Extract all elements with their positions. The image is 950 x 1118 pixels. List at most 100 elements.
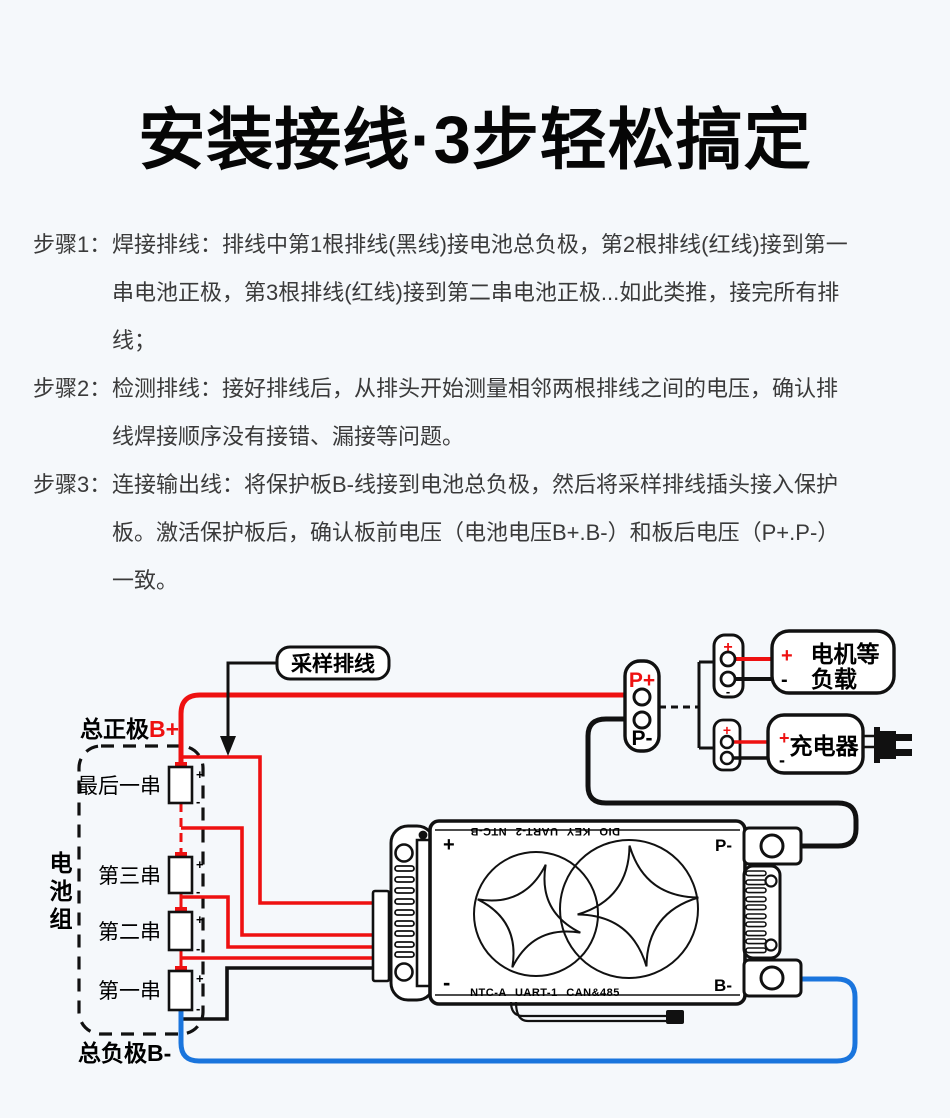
cell-3-label: 第三串 bbox=[98, 865, 161, 888]
brand-logo bbox=[473, 839, 699, 979]
cell-last-plus: + bbox=[196, 767, 204, 782]
logo-circle-right bbox=[559, 839, 699, 979]
cell-1-plus: + bbox=[196, 971, 204, 986]
negative-terminal-mark: B- bbox=[147, 1040, 171, 1066]
step-2: 步骤2： 检测排线：接好排线后，从排头开始测量相邻两根排线之间的电压，确认排 线… bbox=[33, 365, 925, 461]
ac-plug-icon bbox=[862, 727, 912, 763]
socket-screw-top bbox=[394, 843, 414, 863]
callout-arrow-line bbox=[226, 661, 279, 738]
step-1-label: 步骤1： bbox=[33, 232, 112, 257]
cell-3 bbox=[167, 855, 194, 895]
b-minus-wire bbox=[178, 976, 858, 1064]
heatsink-screw-top bbox=[764, 874, 778, 888]
sense-wire-black bbox=[182, 966, 373, 1021]
cell-1-minus: - bbox=[196, 1001, 200, 1016]
cell-2-plus: + bbox=[196, 912, 204, 927]
cell-3-plus: + bbox=[196, 857, 204, 872]
cell-1-label: 第一串 bbox=[98, 980, 161, 1003]
charger-label: 充电器 bbox=[790, 733, 860, 759]
ntc-pigtail bbox=[509, 1001, 684, 1024]
logo-star-left bbox=[477, 864, 581, 968]
p-minus-wire bbox=[585, 716, 859, 849]
sampling-harness-callout: 采样排线 bbox=[220, 645, 391, 756]
instruction-steps: 步骤1： 焊接排线：排线中第1根排线(黑线)接电池总负极，第2根排线(红线)接到… bbox=[33, 221, 925, 605]
board-pin1-dot bbox=[418, 830, 428, 840]
charger-box-plus: + bbox=[779, 728, 790, 748]
cell-last-label: 最后一串 bbox=[77, 775, 161, 798]
charger-box bbox=[766, 713, 865, 775]
heatsink-fins bbox=[745, 870, 767, 954]
output-p-minus-pin bbox=[632, 710, 652, 730]
cell-2-terminal bbox=[175, 852, 187, 858]
step-3-line-2: 板。激活保护板后，确认板前电压（电池电压B+.B-）和板后电压（P+.P-） bbox=[112, 520, 840, 545]
pack-terminal-labels: 总正极 B+ 总负极 B- bbox=[78, 716, 179, 1066]
board-minus: - bbox=[443, 970, 450, 995]
cell-last-minus: - bbox=[196, 794, 200, 809]
load-plug-plus: + bbox=[723, 639, 732, 656]
cell-last bbox=[167, 765, 194, 805]
sampling-plug bbox=[371, 889, 391, 983]
cell-1-terminal bbox=[175, 762, 187, 768]
charger-box-minus: - bbox=[779, 750, 785, 770]
ntc-sensor-tip bbox=[666, 1010, 684, 1024]
bms-board: + - P- B- DIO KEY UART-2 NTC-B NTC-A UAR… bbox=[389, 819, 803, 1024]
p-minus-hole bbox=[759, 833, 785, 859]
board-b-minus: B- bbox=[714, 976, 732, 995]
board-plus: + bbox=[443, 834, 455, 856]
positive-terminal-label: 总正极 bbox=[80, 716, 149, 742]
step-2-line-1: 检测排线：接好排线后，从排头开始测量相邻两根排线之间的电压，确认排 bbox=[112, 376, 839, 401]
cell-3-minus: - bbox=[196, 884, 200, 899]
harness-label-box bbox=[275, 645, 391, 681]
charger-plug-pin2 bbox=[719, 750, 735, 766]
negative-terminal-label: 总负极 bbox=[78, 1040, 147, 1066]
cell-2-minus: - bbox=[196, 941, 200, 956]
battery-pack-label: 电池组 bbox=[46, 851, 72, 935]
battery-cells: + + + + - - - - 最后一串 第三串 第二串 第一串 bbox=[77, 762, 204, 1016]
cell-2 bbox=[167, 910, 194, 952]
load-plug-pin1 bbox=[719, 650, 737, 668]
socket-screw-bottom bbox=[394, 962, 414, 982]
charger-plug-plus: + bbox=[723, 722, 731, 738]
step-2-label: 步骤2： bbox=[33, 376, 112, 401]
heatsink-screw-bottom bbox=[764, 938, 778, 952]
board-bottom-silkscreen: NTC-A UART-1 CAN&485 bbox=[470, 987, 620, 999]
step-2-line-2: 线焊接顺序没有接错、漏接等问题。 bbox=[112, 424, 465, 449]
step-1-line-3: 线； bbox=[112, 328, 157, 353]
load-branch: + - + - 电机等 负载 bbox=[712, 629, 896, 699]
load-box-minus: - bbox=[781, 669, 788, 691]
sense-wire-3 bbox=[181, 895, 373, 949]
logo-star-right bbox=[577, 845, 699, 967]
positive-terminal-mark: B+ bbox=[149, 716, 179, 742]
socket-bracket bbox=[415, 838, 431, 988]
output-p-plus-pin bbox=[632, 687, 652, 707]
step-1-line-1: 焊接排线：排线中第1根排线(黑线)接电池总负极，第2根排线(红线)接到第一 bbox=[112, 232, 848, 257]
socket-pins bbox=[394, 865, 415, 958]
page-title: 安装接线·3步轻松搞定 bbox=[138, 103, 812, 178]
load-plug-pin2 bbox=[719, 670, 737, 688]
load-box bbox=[770, 629, 896, 695]
load-label-line1: 电机等 bbox=[811, 641, 880, 667]
board-p-minus: P- bbox=[715, 836, 732, 855]
step-3-line-3: 一致。 bbox=[112, 568, 179, 593]
sense-wire-1 bbox=[181, 755, 373, 905]
charger-branch: + + - 充电器 bbox=[712, 713, 912, 775]
callout-arrowhead bbox=[220, 736, 236, 756]
load-box-plus: + bbox=[781, 645, 793, 667]
cell-4-terminal bbox=[175, 966, 187, 972]
output-connector: P+ P- bbox=[623, 659, 716, 753]
b-plus-wire bbox=[178, 692, 634, 765]
step-1: 步骤1： 焊接排线：排线中第1根排线(黑线)接电池总负极，第2根排线(红线)接到… bbox=[33, 221, 925, 365]
step-3-label: 步骤3： bbox=[33, 472, 112, 497]
harness-label: 采样排线 bbox=[291, 652, 375, 676]
cell-3-terminal bbox=[175, 907, 187, 913]
logo-circle-left bbox=[473, 851, 599, 977]
b-minus-hole bbox=[759, 965, 785, 991]
step-1-line-2: 串电池正极，第3根排线(红线)接到第二串电池正极...如此类推，接完所有排 bbox=[112, 280, 840, 305]
cell-1 bbox=[167, 969, 194, 1012]
sense-wire-2 bbox=[181, 826, 373, 937]
step-3: 步骤3： 连接输出线：将保护板B-线接到电池总负极，然后将采样排线插头接入保护 … bbox=[33, 461, 925, 605]
step-3-line-1: 连接输出线：将保护板B-线接到电池总负极，然后将采样排线插头接入保护 bbox=[112, 472, 839, 497]
output-p-minus: P- bbox=[632, 727, 653, 750]
